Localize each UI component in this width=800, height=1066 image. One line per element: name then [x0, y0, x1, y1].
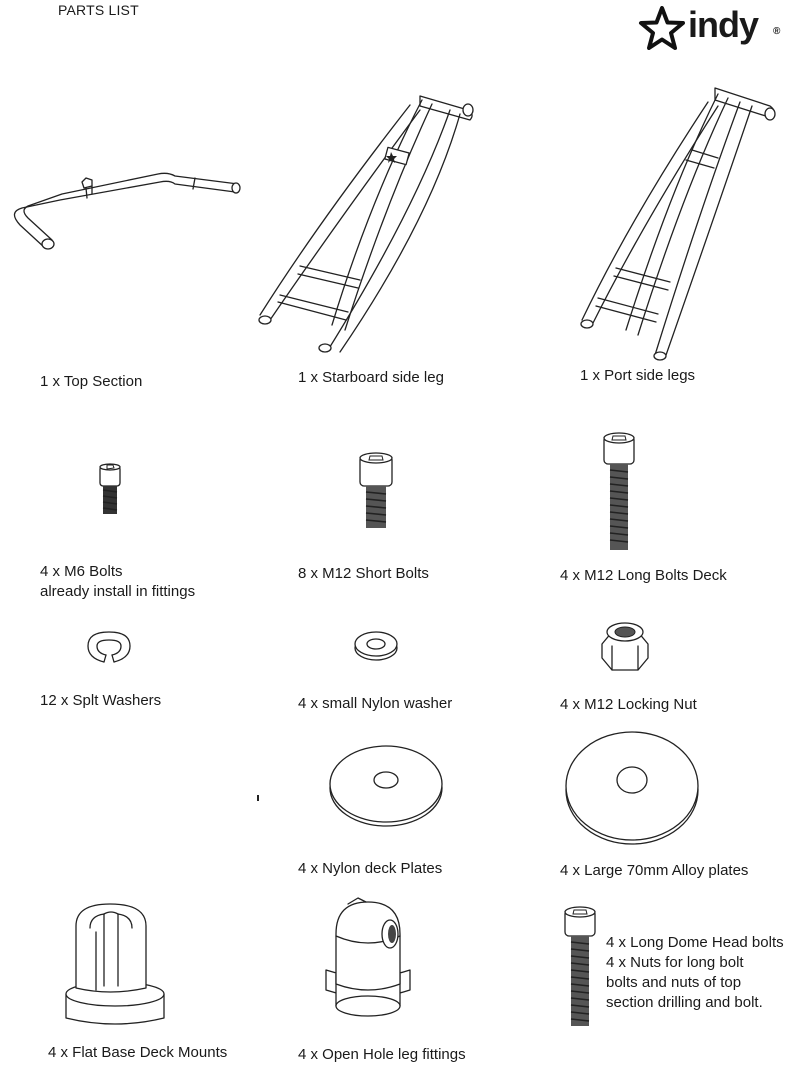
- locking-nut-label: 4 x M12 Locking Nut: [560, 696, 697, 713]
- deck-mounts-label: 4 x Flat Base Deck Mounts: [48, 1044, 228, 1061]
- starboard-leg-illustration: [258, 95, 474, 353]
- alloy-plates-label: 4 x Large 70mm Alloy plates: [560, 862, 749, 879]
- m12-long-bolt-illustration: [603, 432, 635, 550]
- nylon-deck-plate-illustration: [329, 745, 443, 827]
- leg-fitting-illustration: [325, 897, 411, 1017]
- m12-short-label: 8 x M12 Short Bolts: [298, 565, 429, 582]
- locking-nut-illustration: [601, 622, 649, 671]
- m12-long-label: 4 x M12 Long Bolts Deck: [560, 567, 727, 584]
- stray-mark: [257, 795, 259, 801]
- brand-logo: indy: [688, 4, 759, 45]
- deck-mount-illustration: [65, 903, 165, 1025]
- port-legs-label: 1 x Port side legs: [580, 367, 696, 384]
- dome-note-line4: section drilling and bolt.: [606, 994, 763, 1011]
- leg-fittings-label: 4 x Open Hole leg fittings: [298, 1046, 466, 1063]
- page-title: PARTS LIST: [58, 2, 139, 18]
- nylon-washer-label: 4 x small Nylon washer: [298, 695, 453, 712]
- top-section-illustration: [13, 172, 241, 250]
- dome-note-line3: bolts and nuts of top: [606, 974, 742, 991]
- nylon-washer-illustration: [354, 631, 398, 661]
- m12-short-bolt-illustration: [359, 452, 393, 528]
- port-legs-illustration: [580, 87, 776, 361]
- registered-mark: ®: [773, 26, 781, 37]
- m6-bolt-illustration: [99, 463, 121, 514]
- alloy-plate-illustration: [565, 731, 699, 845]
- top-section-label: 1 x Top Section: [40, 373, 143, 390]
- star-logo-icon: [639, 6, 685, 50]
- dome-head-bolt-illustration: [564, 906, 596, 1026]
- starboard-leg-label: 1 x Starboard side leg: [298, 369, 444, 386]
- nylon-plates-label: 4 x Nylon deck Plates: [298, 860, 443, 877]
- split-washer-illustration: [87, 631, 131, 663]
- m6-bolts-label: 4 x M6 Bolts: [40, 563, 123, 580]
- split-washers-label: 12 x Splt Washers: [40, 692, 162, 709]
- dome-nuts-label: 4 x Nuts for long bolt: [606, 954, 744, 971]
- m6-bolts-note: already install in fittings: [40, 583, 196, 600]
- dome-bolts-label: 4 x Long Dome Head bolts: [606, 934, 784, 951]
